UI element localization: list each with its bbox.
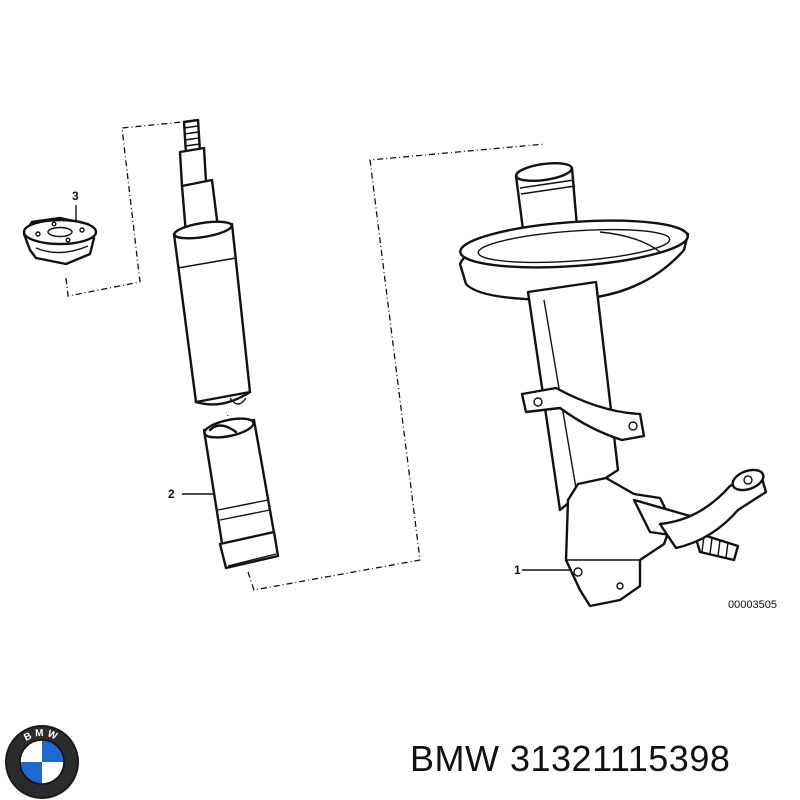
strut-assembly [458, 161, 768, 608]
drawing-code: 00003505 [728, 599, 777, 611]
callout-2: 2 [168, 487, 175, 501]
washer-part [22, 205, 98, 266]
callout-3: 3 [72, 189, 79, 203]
bmw-roundel-icon: BMW [5, 725, 79, 799]
logo-letters: BMW [22, 728, 58, 744]
shock-absorber-insert [172, 118, 252, 406]
leader-lines [65, 121, 546, 591]
part-number-label: BMW 31321115398 [410, 738, 731, 779]
svg-text:BMW: BMW [22, 728, 61, 744]
protective-sleeve [182, 417, 280, 570]
callout-1: 1 [514, 563, 521, 577]
